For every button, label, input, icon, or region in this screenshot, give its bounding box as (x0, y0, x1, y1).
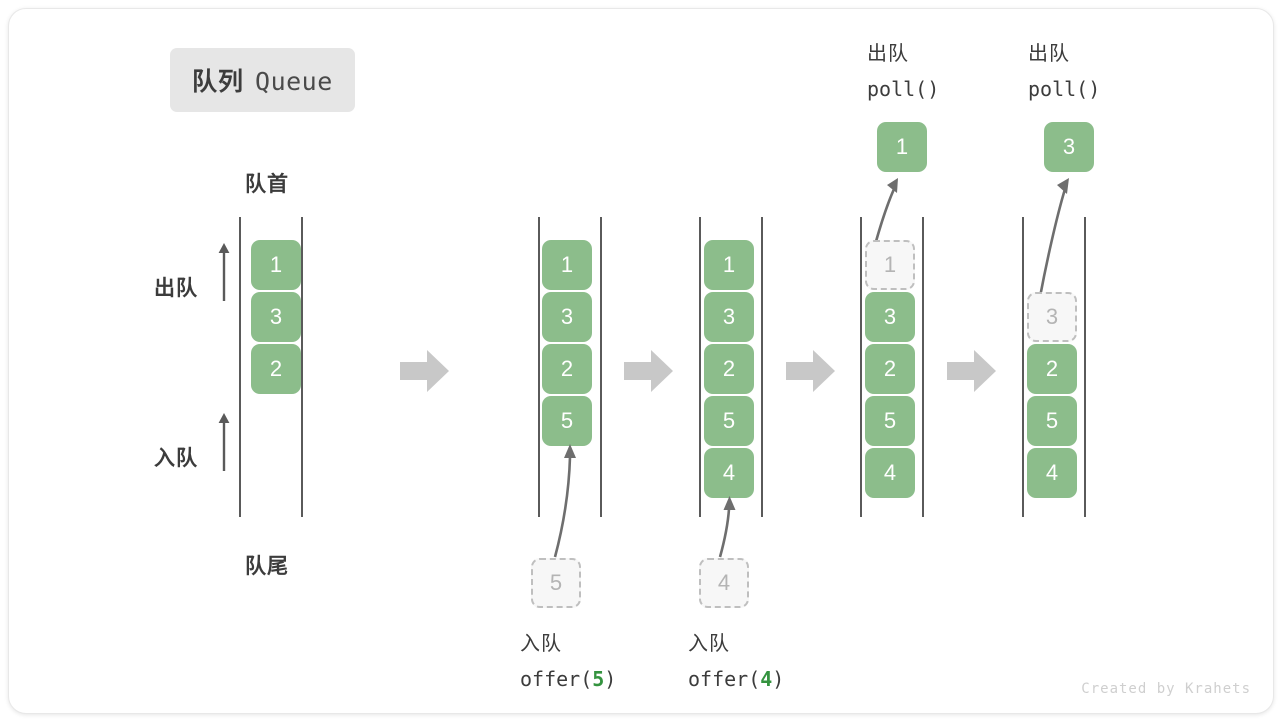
queue-cell: 5 (865, 396, 915, 446)
poll-result-cell: 1 (877, 122, 927, 172)
head-label: 队首 (245, 173, 289, 196)
poll-result-cell: 3 (1044, 122, 1094, 172)
dequeue-curve-arrow-icon (1034, 177, 1082, 299)
rail-right (761, 217, 763, 517)
dequeued-ghost-cell: 1 (865, 240, 915, 290)
operation-label-offer-5: 入队 offer(5) (520, 627, 616, 697)
rail-right (301, 217, 303, 517)
operation-label-poll-1: 出队 poll() (867, 37, 939, 107)
credit-text: Created by Krahets (1081, 681, 1251, 697)
queue-cell: 4 (865, 448, 915, 498)
enqueue-up-arrow-icon (217, 411, 230, 473)
enqueue-curve-arrow-icon (716, 493, 752, 559)
dequeue-up-arrow-icon (217, 241, 230, 303)
enqueue-curve-arrow-icon (549, 441, 589, 559)
rail-right (600, 217, 602, 517)
queue-cell: 4 (1027, 448, 1077, 498)
operation-cn: 出队 (867, 43, 909, 65)
enqueue-side-label: 入队 (154, 447, 198, 470)
title-badge: 队列 Queue (170, 48, 355, 112)
operation-code: poll() (1028, 77, 1101, 101)
dequeue-side-label: 出队 (154, 277, 198, 300)
dequeued-ghost-cell: 3 (1027, 292, 1077, 342)
rail-left (1022, 217, 1024, 517)
operation-cn: 出队 (1028, 43, 1070, 65)
rail-left (239, 217, 241, 517)
tail-label: 队尾 (245, 555, 289, 578)
dequeue-curve-arrow-icon (869, 177, 909, 247)
rail-right (922, 217, 924, 517)
operation-cn: 入队 (688, 633, 730, 655)
queue-cell: 3 (704, 292, 754, 342)
queue-cell: 2 (1027, 344, 1077, 394)
queue-cell: 3 (251, 292, 301, 342)
queue-cell: 3 (542, 292, 592, 342)
transition-arrow-icon (624, 349, 674, 393)
operation-label-offer-4: 入队 offer(4) (688, 627, 784, 697)
queue-cell: 1 (542, 240, 592, 290)
transition-arrow-icon (947, 349, 997, 393)
operation-code: offer(5) (520, 667, 617, 691)
queue-cell: 2 (542, 344, 592, 394)
queue-cell: 2 (251, 344, 301, 394)
incoming-ghost-cell: 5 (531, 558, 581, 608)
title-en: Queue (255, 67, 333, 96)
queue-cell-new: 5 (542, 396, 592, 446)
operation-label-poll-3: 出队 poll() (1028, 37, 1100, 107)
transition-arrow-icon (400, 349, 450, 393)
queue-cell-new: 4 (704, 448, 754, 498)
operation-cn: 入队 (520, 633, 562, 655)
rail-left (860, 217, 862, 517)
queue-cell: 5 (704, 396, 754, 446)
title-cn: 队列 (192, 68, 245, 96)
queue-cell: 5 (1027, 396, 1077, 446)
rail-left (538, 217, 540, 517)
operation-code: offer(4) (688, 667, 785, 691)
diagram-canvas: 队列 Queue 队首 队尾 出队 入队 1 3 2 1 3 (8, 8, 1274, 714)
operation-code: poll() (867, 77, 940, 101)
queue-cell: 1 (704, 240, 754, 290)
rail-right (1084, 217, 1086, 517)
transition-arrow-icon (786, 349, 836, 393)
rail-left (699, 217, 701, 517)
incoming-ghost-cell: 4 (699, 558, 749, 608)
queue-cell: 3 (865, 292, 915, 342)
queue-cell: 1 (251, 240, 301, 290)
queue-cell: 2 (865, 344, 915, 394)
queue-cell: 2 (704, 344, 754, 394)
